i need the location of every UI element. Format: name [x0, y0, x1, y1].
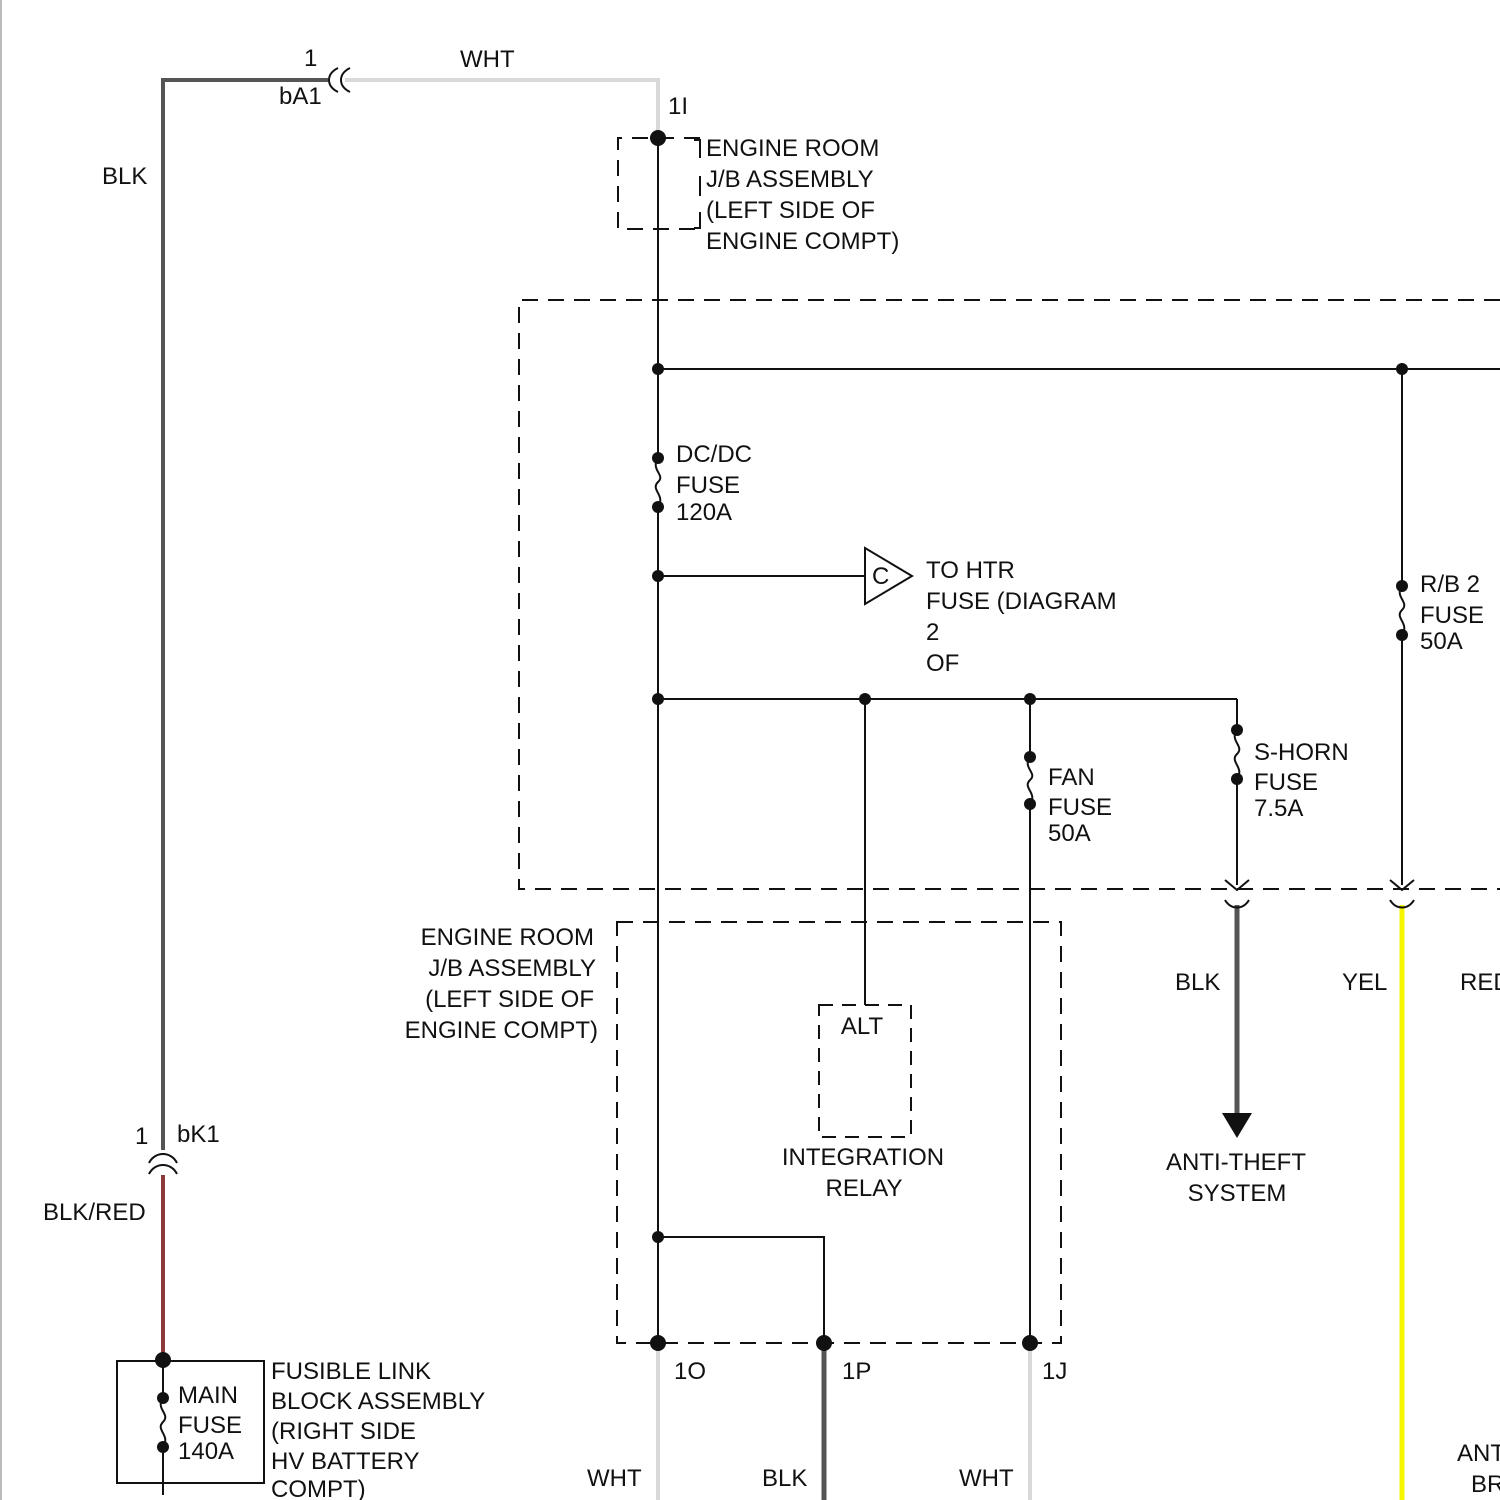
fuse-symbols	[161, 458, 1405, 1447]
dcdc-fuse-symbol	[656, 458, 661, 507]
fan-fuse-symbol	[1028, 757, 1033, 804]
integration-relay-label-1: INTEGRATION	[782, 1144, 944, 1171]
dcdc-fuse-label-2: FUSE	[676, 472, 740, 499]
anti-theft-partial-label-2: BR	[1471, 1471, 1500, 1498]
wire-red-partial-label: RED	[1460, 969, 1500, 996]
jb-top-label-line-4: ENGINE COMPT)	[706, 228, 899, 255]
wire-blk-1p-label: BLK	[762, 1465, 807, 1492]
wire-wht-1o-label: WHT	[587, 1465, 642, 1492]
main-fuse-label-2: FUSE	[178, 1412, 242, 1439]
offpage-letter: C	[872, 563, 889, 590]
integration-relay-label-2: RELAY	[826, 1175, 903, 1202]
rb2-fuse-symbol	[1400, 586, 1405, 635]
jb-bottom-label-line-4: ENGINE COMPT)	[405, 1017, 598, 1044]
fusible-link-label-4: HV BATTERY	[271, 1448, 419, 1475]
jb-bottom-label-line-1: ENGINE ROOM	[421, 924, 594, 951]
anti-theft-label-1: ANTI-THEFT	[1166, 1149, 1306, 1176]
fusible-link-label-2: BLOCK ASSEMBLY	[271, 1388, 485, 1415]
pin-1o-label: 1O	[674, 1358, 706, 1385]
fan-fuse-label-3: 50A	[1048, 820, 1091, 847]
jb-bottom-label-line-3: (LEFT SIDE OF	[425, 986, 594, 1013]
main-fuse-label-3: 140A	[178, 1438, 234, 1465]
shorn-fuse-symbol	[1235, 730, 1240, 779]
main-fuse-label-1: MAIN	[178, 1382, 238, 1409]
ba1-label: bA1	[279, 83, 322, 110]
rb2-fuse-label-2: FUSE	[1420, 602, 1484, 629]
pin-1i-label: 1I	[668, 93, 688, 120]
main-fuse-symbol	[161, 1398, 166, 1447]
fan-fuse-label-2: FUSE	[1048, 794, 1112, 821]
anti-theft-partial-label-1: ANT	[1457, 1440, 1500, 1467]
wire-blk-red-label: BLK/RED	[43, 1199, 146, 1226]
offpage-text-2: FUSE (DIAGRAM	[926, 588, 1117, 615]
fusible-link-label-1: FUSIBLE LINK	[271, 1358, 431, 1385]
ba1-pin-label: 1	[304, 45, 317, 72]
jb-top-label-line-2: J/B ASSEMBLY	[706, 166, 874, 193]
jb-lower-box	[617, 922, 1061, 1343]
fan-fuse-label-1: FAN	[1048, 764, 1095, 791]
anti-theft-arrow-icon	[1222, 1113, 1252, 1138]
alt-label: ALT	[841, 1013, 884, 1040]
offpage-text-4: OF	[926, 650, 959, 677]
anti-theft-label-2: SYSTEM	[1188, 1180, 1287, 1207]
jb-top-label-line-1: ENGINE ROOM	[706, 135, 879, 162]
pin-1p-label: 1P	[842, 1358, 871, 1385]
connector-bk1-symbol	[149, 1154, 177, 1174]
rb2-fuse-label-3: 50A	[1420, 628, 1463, 655]
wire-yel-label: YEL	[1342, 969, 1387, 996]
jb-bottom-label-line-2: J/B ASSEMBLY	[428, 955, 596, 982]
bk1-pin-label: 1	[135, 1123, 148, 1150]
fusible-link-label-5: COMPT)	[271, 1476, 366, 1500]
wire-wht-1j-label: WHT	[959, 1465, 1014, 1492]
jb-top-label-line-3: (LEFT SIDE OF	[706, 197, 875, 224]
dashed-boxes	[519, 138, 1500, 1343]
blk-wire	[163, 80, 328, 1150]
rb2-fuse-label-1: R/B 2	[1420, 571, 1480, 598]
pin-1j-label: 1J	[1042, 1358, 1067, 1385]
dcdc-fuse-label-3: 120A	[676, 499, 732, 526]
jb-top-right-bracket	[694, 140, 700, 228]
offpage-text-3: 2	[926, 619, 939, 646]
shorn-fuse-label-1: S-HORN	[1254, 739, 1349, 766]
bk1-label: bK1	[177, 1121, 220, 1148]
wire-wht-top-label: WHT	[460, 46, 515, 73]
wire-blk-anti-theft-label: BLK	[1175, 969, 1220, 996]
wire-blk-label: BLK	[102, 163, 147, 190]
junction-dots	[155, 130, 1408, 1453]
offpage-text-1: TO HTR	[926, 557, 1015, 584]
shorn-fuse-label-2: FUSE	[1254, 769, 1318, 796]
wht-wire-top	[345, 80, 658, 138]
dcdc-fuse-label-1: DC/DC	[676, 441, 752, 468]
colored-wires	[163, 80, 1402, 1500]
fusible-link-label-3: (RIGHT SIDE	[271, 1418, 416, 1445]
shorn-fuse-label-3: 7.5A	[1254, 795, 1303, 822]
